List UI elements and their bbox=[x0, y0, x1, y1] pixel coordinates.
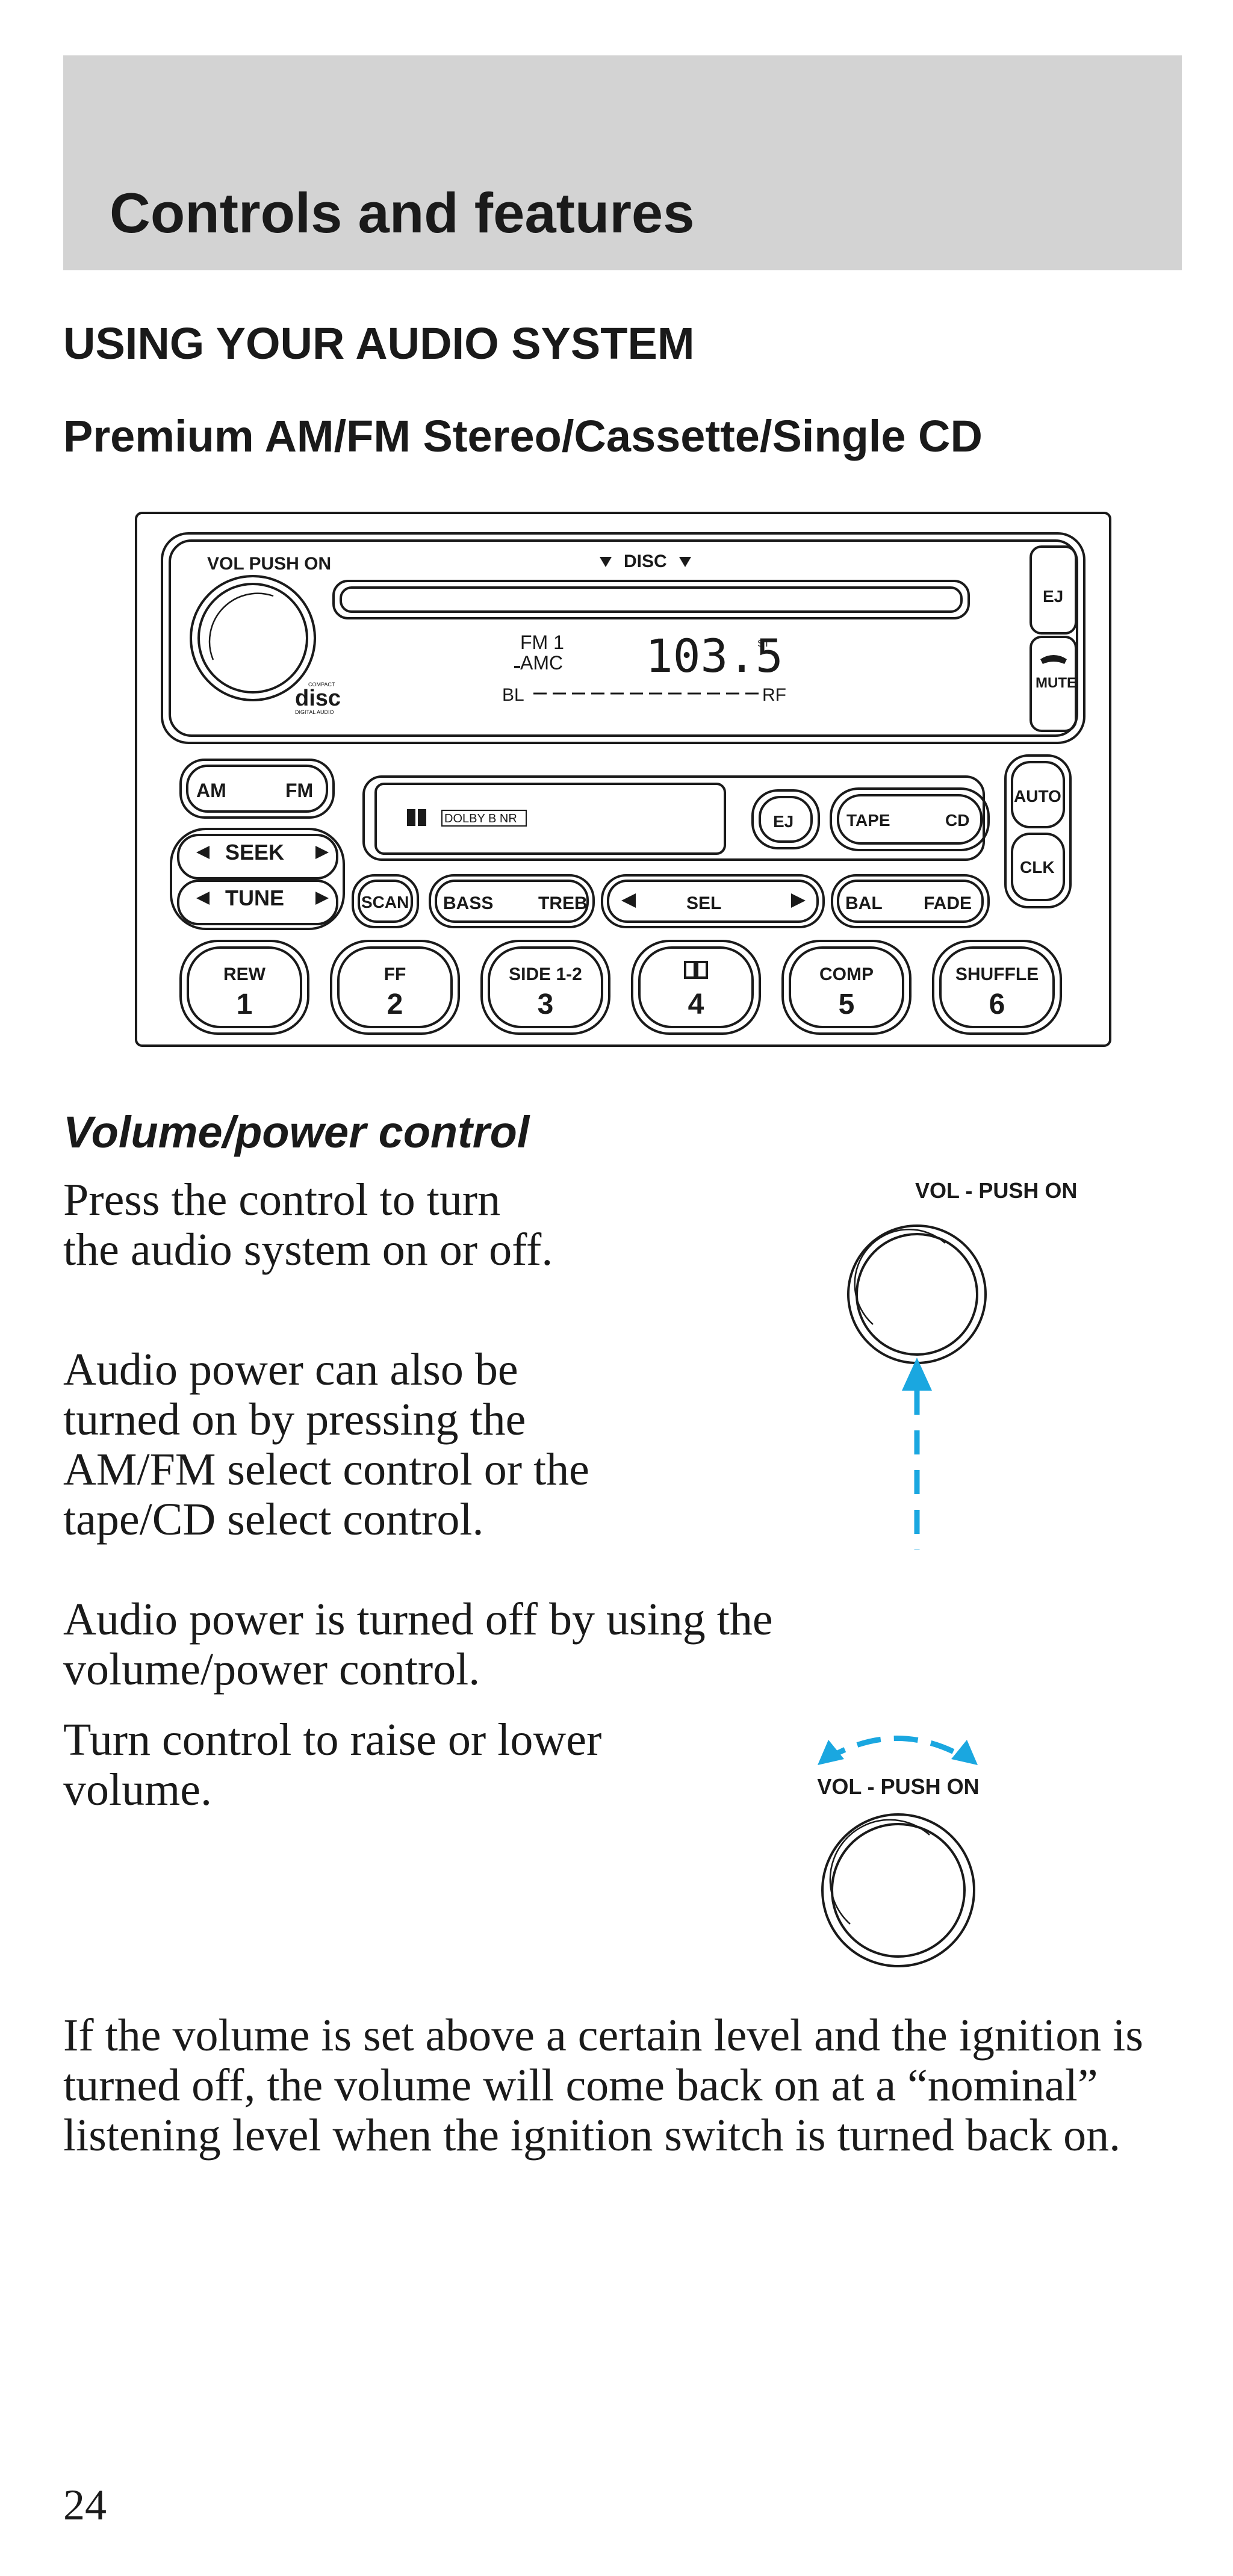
auto-clk-housing bbox=[1004, 754, 1072, 908]
seek-down-arrow bbox=[196, 846, 210, 859]
radio-faceplate-diagram: VOL PUSH ON DISC EJ MUTE FM 1 AMC 103.5 … bbox=[135, 512, 1111, 1047]
header-band bbox=[63, 55, 1182, 270]
volume-heading: Volume/power control bbox=[63, 1107, 530, 1157]
disc-arrow-left bbox=[600, 557, 612, 567]
tape-cd-button bbox=[830, 787, 990, 851]
volume-para-2: Audio power can also be turned on by pre… bbox=[63, 1344, 589, 1545]
section-subheading: Premium AM/FM Stereo/Cassette/Single CD bbox=[63, 411, 983, 461]
cd-logo-top: COMPACT bbox=[308, 681, 335, 687]
preset-6-label: SHUFFLE bbox=[955, 964, 1039, 984]
preset-2-label: FF bbox=[384, 964, 406, 984]
disc-label: DISC bbox=[624, 551, 667, 571]
cd-slot bbox=[332, 580, 970, 619]
rotate-arc bbox=[822, 1736, 972, 1763]
bass-label: BASS bbox=[443, 893, 493, 913]
knob-1-inner bbox=[856, 1233, 978, 1356]
mute-label: MUTE bbox=[1036, 675, 1076, 691]
eject-button bbox=[1030, 545, 1077, 635]
chapter-title: Controls and features bbox=[110, 181, 695, 244]
cassette-door bbox=[362, 775, 985, 861]
dolby-icon bbox=[407, 809, 415, 826]
clk-label: CLK bbox=[1020, 858, 1055, 877]
rotate-left-arrow-icon bbox=[818, 1740, 844, 1765]
page-number: 24 bbox=[63, 2481, 107, 2529]
dolby-label: DOLBY B NR bbox=[444, 812, 517, 825]
preset-5-label: COMP bbox=[819, 964, 874, 984]
preset-buttons bbox=[179, 940, 1062, 1035]
seek-up-arrow bbox=[315, 846, 329, 859]
bal-label: BAL bbox=[845, 893, 883, 913]
amc-label: AMC bbox=[520, 652, 563, 674]
volume-para-1: Press the control to turn the audio syst… bbox=[63, 1175, 553, 1275]
tune-label: TUNE bbox=[225, 886, 284, 910]
frequency-display: 103.5 bbox=[645, 629, 783, 683]
preset-1-number: 1 bbox=[237, 989, 253, 1020]
scan-label: SCAN bbox=[361, 893, 409, 911]
volume-knob bbox=[190, 575, 316, 701]
knob-2-label: VOL - PUSH ON bbox=[817, 1774, 979, 1799]
preset-4-dolby-icon bbox=[684, 961, 708, 979]
cd-logo: disc bbox=[295, 686, 341, 711]
section-heading: USING YOUR AUDIO SYSTEM bbox=[63, 318, 695, 368]
treb-label: TREB bbox=[538, 893, 588, 913]
volume-para-3: Turn control to raise or lower volume. bbox=[63, 1715, 602, 1815]
volume-para-4: If the volume is set above a certain lev… bbox=[63, 2010, 1143, 2161]
eject-label: EJ bbox=[1043, 587, 1063, 606]
am-label: AM bbox=[196, 780, 226, 801]
sel-label: SEL bbox=[686, 893, 721, 913]
bl-label: BL bbox=[502, 685, 524, 705]
knob-2-inner bbox=[831, 1823, 966, 1958]
tune-up-arrow bbox=[315, 892, 329, 905]
fm-label: FM bbox=[285, 780, 313, 801]
preset-3-number: 3 bbox=[538, 989, 554, 1020]
disc-arrow-right bbox=[679, 557, 691, 567]
scan-button bbox=[352, 874, 419, 928]
preset-3-label: SIDE 1-2 bbox=[509, 964, 582, 984]
tape-eject-label: EJ bbox=[773, 812, 794, 831]
auto-label: AUTO bbox=[1014, 787, 1061, 805]
stereo-indicator: ST bbox=[757, 639, 770, 649]
preset-1-label: REW bbox=[223, 964, 266, 984]
mute-button bbox=[1030, 636, 1077, 732]
vol-push-on-label: VOL PUSH ON bbox=[207, 554, 331, 574]
volume-para-2b: Audio power is turned off by using the v… bbox=[63, 1594, 773, 1695]
band-label: FM 1 bbox=[520, 632, 564, 653]
tune-down-arrow bbox=[196, 892, 210, 905]
rf-label: RF bbox=[762, 685, 786, 705]
cd-logo-bottom: DIGITAL AUDIO bbox=[295, 709, 334, 715]
cd-label: CD bbox=[945, 811, 969, 830]
volume-rotate-illustration: VOL - PUSH ON bbox=[817, 1736, 980, 1967]
display-housing bbox=[161, 532, 1085, 744]
sel-right-arrow bbox=[791, 893, 806, 908]
rotate-right-arrow-icon bbox=[951, 1740, 978, 1765]
tape-eject-button bbox=[751, 789, 820, 849]
bass-treb-button bbox=[429, 874, 595, 928]
sel-left-arrow bbox=[621, 893, 636, 908]
preset-5-number: 5 bbox=[839, 989, 855, 1020]
preset-2-number: 2 bbox=[387, 989, 403, 1020]
seek-tune-housing bbox=[170, 828, 345, 930]
am-fm-button bbox=[179, 759, 335, 819]
knob-1-label: VOL - PUSH ON bbox=[915, 1178, 1077, 1203]
tape-label: TAPE bbox=[846, 811, 890, 830]
preset-6-number: 6 bbox=[989, 989, 1005, 1020]
press-arrow-icon bbox=[902, 1358, 932, 1391]
seek-label: SEEK bbox=[225, 840, 284, 864]
knob-2-outer bbox=[821, 1813, 975, 1967]
sel-button bbox=[601, 874, 825, 928]
faceplate-outline bbox=[135, 512, 1111, 1047]
volume-press-illustration: VOL - PUSH ON bbox=[847, 1178, 1077, 1550]
preset-4-number: 4 bbox=[688, 989, 704, 1020]
mute-phone-icon bbox=[1040, 655, 1067, 664]
fade-label: FADE bbox=[924, 893, 972, 913]
bal-fade-button bbox=[831, 874, 990, 928]
